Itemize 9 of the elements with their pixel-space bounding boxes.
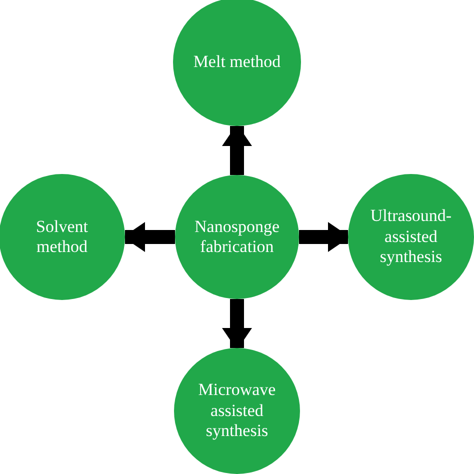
block-arrow xyxy=(123,222,175,252)
block-arrow xyxy=(299,222,350,252)
block-arrow xyxy=(222,299,252,350)
block-arrow xyxy=(222,124,252,175)
circle-label: Melt method xyxy=(192,52,282,72)
circle-label: Microwave assisted synthesis xyxy=(197,380,277,442)
circle-label: Ultrasound- assisted synthesis xyxy=(369,206,453,268)
circle-label: Solvent method xyxy=(35,216,89,258)
circle-label: Nanosponge fabrication xyxy=(194,216,280,258)
